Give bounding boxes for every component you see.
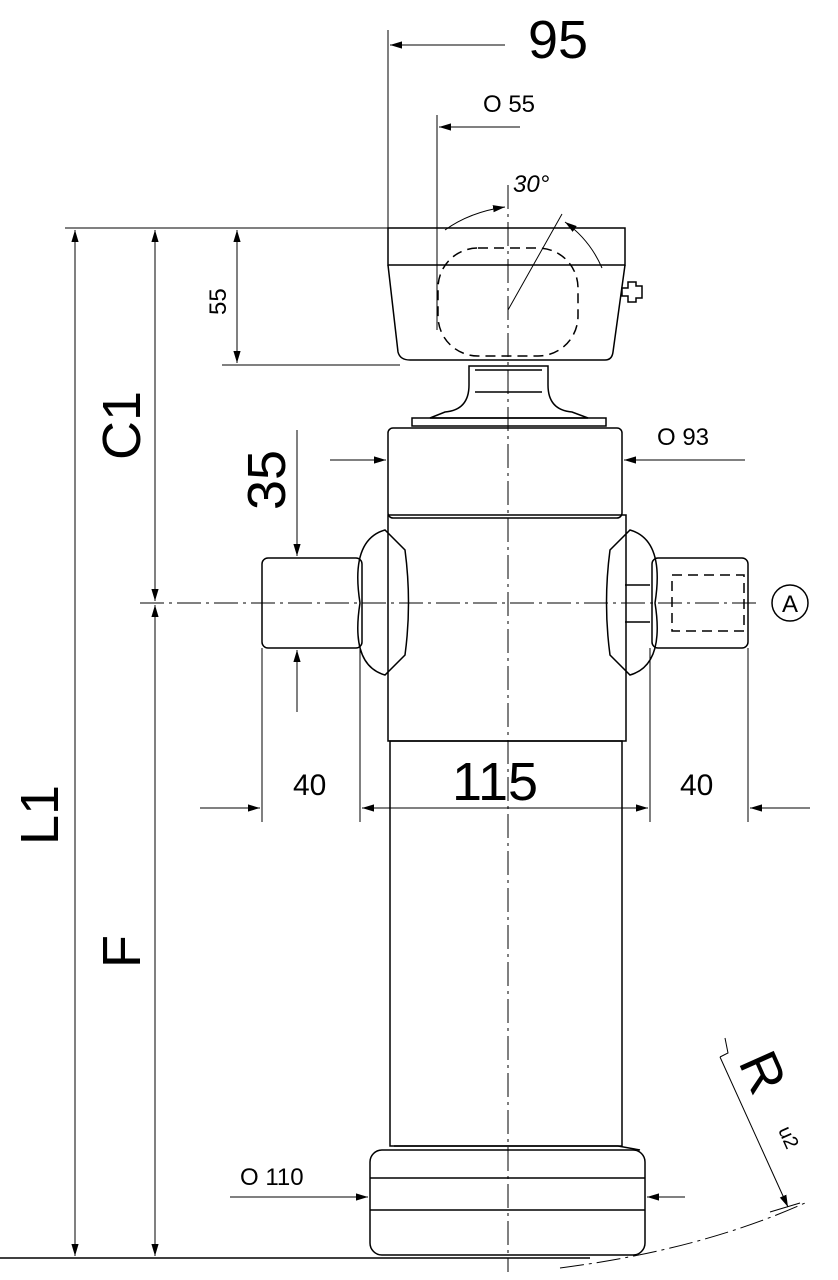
radius-arc [559, 1202, 806, 1269]
dim-head-height: 55 [205, 230, 241, 363]
pin-right-label: 40 [680, 769, 713, 802]
pin-right [651, 557, 749, 649]
c1-label: C1 [92, 391, 152, 460]
dim-top-width: 95 [387, 10, 588, 228]
trunnion-body [387, 514, 627, 742]
saddle-left [357, 529, 410, 676]
angle-label: 30° [513, 171, 550, 198]
l1-label: L1 [10, 785, 70, 845]
dim-l1: L1 [10, 230, 79, 1256]
pin-left [261, 557, 363, 649]
saddle-right [605, 529, 658, 676]
grease-nipple [621, 281, 643, 303]
dim-pin-span: 40 115 40 [200, 648, 810, 822]
port-label: A [782, 591, 798, 618]
top-width-label: 95 [528, 10, 588, 70]
dim-pin-diameter: 35 [237, 430, 301, 712]
pin-span-label: 115 [452, 752, 538, 812]
tube-diameter-label: O 93 [657, 424, 709, 451]
base-diameter-label: O 110 [240, 1164, 304, 1191]
f-label: F [92, 935, 152, 968]
port-a-callout: A [771, 584, 809, 622]
head-height-label: 55 [205, 288, 232, 315]
base-cap [369, 1145, 646, 1256]
dim-ball-diameter: O 55 [436, 91, 535, 330]
ball-diameter-label: O 55 [483, 91, 535, 118]
radius-sub-label: u2 [773, 1123, 802, 1152]
upper-tube [387, 427, 623, 519]
dim-radius: R u2 [719, 1037, 803, 1213]
pin-diameter-label: 35 [237, 450, 297, 510]
dim-angle: 30° [444, 171, 603, 311]
dim-base-diameter: O 110 [230, 1164, 685, 1201]
cylinder-head [387, 227, 643, 361]
pin-left-label: 40 [293, 769, 326, 802]
port-thread [671, 574, 745, 632]
radius-label: R [727, 1042, 798, 1102]
dim-c1-f: C1 F [92, 230, 159, 1256]
dim-tube-diameter: O 93 [330, 424, 745, 464]
